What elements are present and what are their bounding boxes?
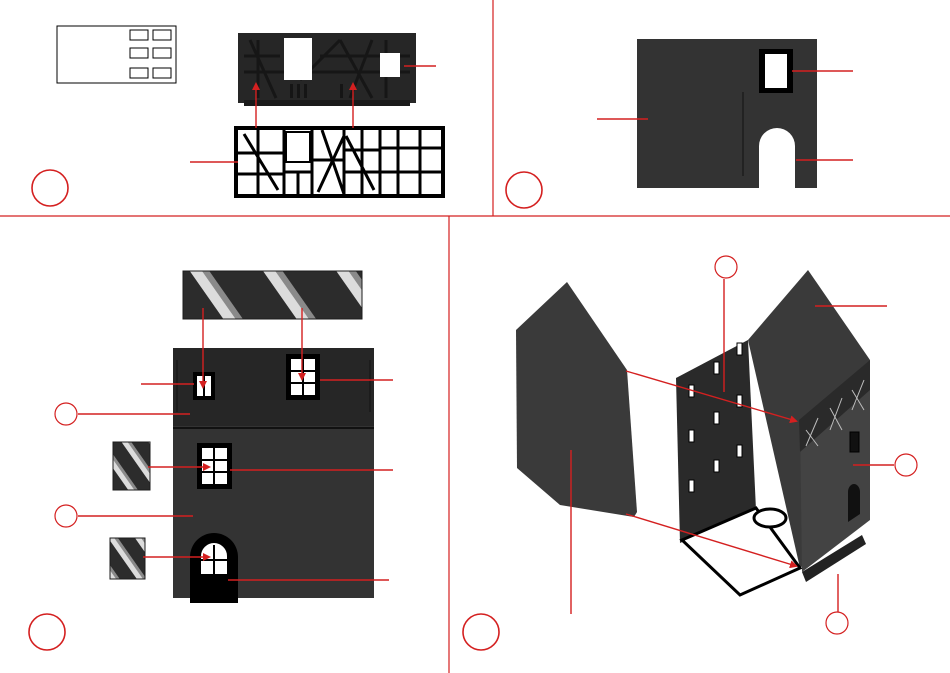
- window-opening-cutout: [380, 53, 400, 77]
- part-marker-interior-wall: [715, 256, 737, 278]
- glazing-strip-large: [183, 271, 362, 319]
- house-assembly: [676, 270, 870, 595]
- timber-frame-insert: [236, 128, 443, 196]
- side-wall-panel: [637, 39, 817, 188]
- part-marker-plinth: [826, 612, 848, 634]
- door-arch-opening: [759, 128, 795, 188]
- part-marker-side-wall: [895, 454, 917, 476]
- timbered-wall-panel: [238, 33, 416, 106]
- detached-gable-wall: [516, 282, 637, 517]
- step-2-panel: [506, 39, 853, 208]
- door-opening-cutout: [284, 38, 312, 80]
- window-opening: [765, 54, 787, 88]
- step-3-marker: [29, 614, 65, 650]
- step-1-panel: [32, 26, 443, 206]
- sprue-frame-icon: [57, 26, 176, 83]
- part-marker-lower-wall: [55, 505, 77, 527]
- step-4-marker: [463, 614, 499, 650]
- glazing-piece-door: [110, 538, 145, 579]
- step-2-marker: [506, 172, 542, 208]
- step-4-panel: [463, 256, 917, 650]
- glazing-piece-window: [113, 442, 150, 490]
- step-3-panel: [29, 271, 393, 650]
- part-marker-upper-wall: [55, 403, 77, 425]
- step-1-marker: [32, 170, 68, 206]
